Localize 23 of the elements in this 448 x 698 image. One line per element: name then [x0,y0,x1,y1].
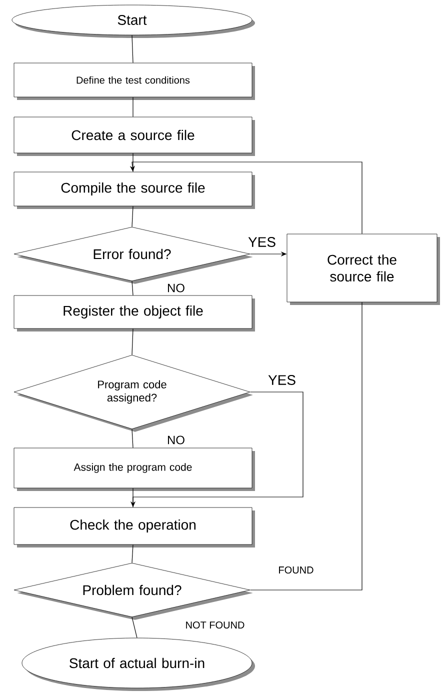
connector-line [132,206,134,228]
edge-label: NO [166,282,186,294]
edge-label: FOUND [277,565,315,575]
connector-line [250,302,362,590]
connector-line [132,34,134,64]
edge-label: NO [166,434,186,446]
connector-line [132,152,134,172]
connector-line [132,280,134,296]
process-box: Register the object file [14,295,255,332]
connector-line [132,616,138,638]
process-box: Create a source file [14,116,255,156]
connector-line [132,428,134,448]
connector-line [132,488,134,508]
process-box: Compile the source file [14,172,255,209]
connector-line [132,544,134,564]
connector-line [132,96,134,118]
connector-line [132,328,134,356]
process-box: Check the operation [14,507,255,548]
edge-label: YES [267,374,297,386]
edge-label: NOT FOUND [184,620,246,630]
process-box: Assign the program code [14,448,255,491]
process-box: Correct the source file [286,234,440,305]
process-box: Define the test conditions [14,62,255,100]
